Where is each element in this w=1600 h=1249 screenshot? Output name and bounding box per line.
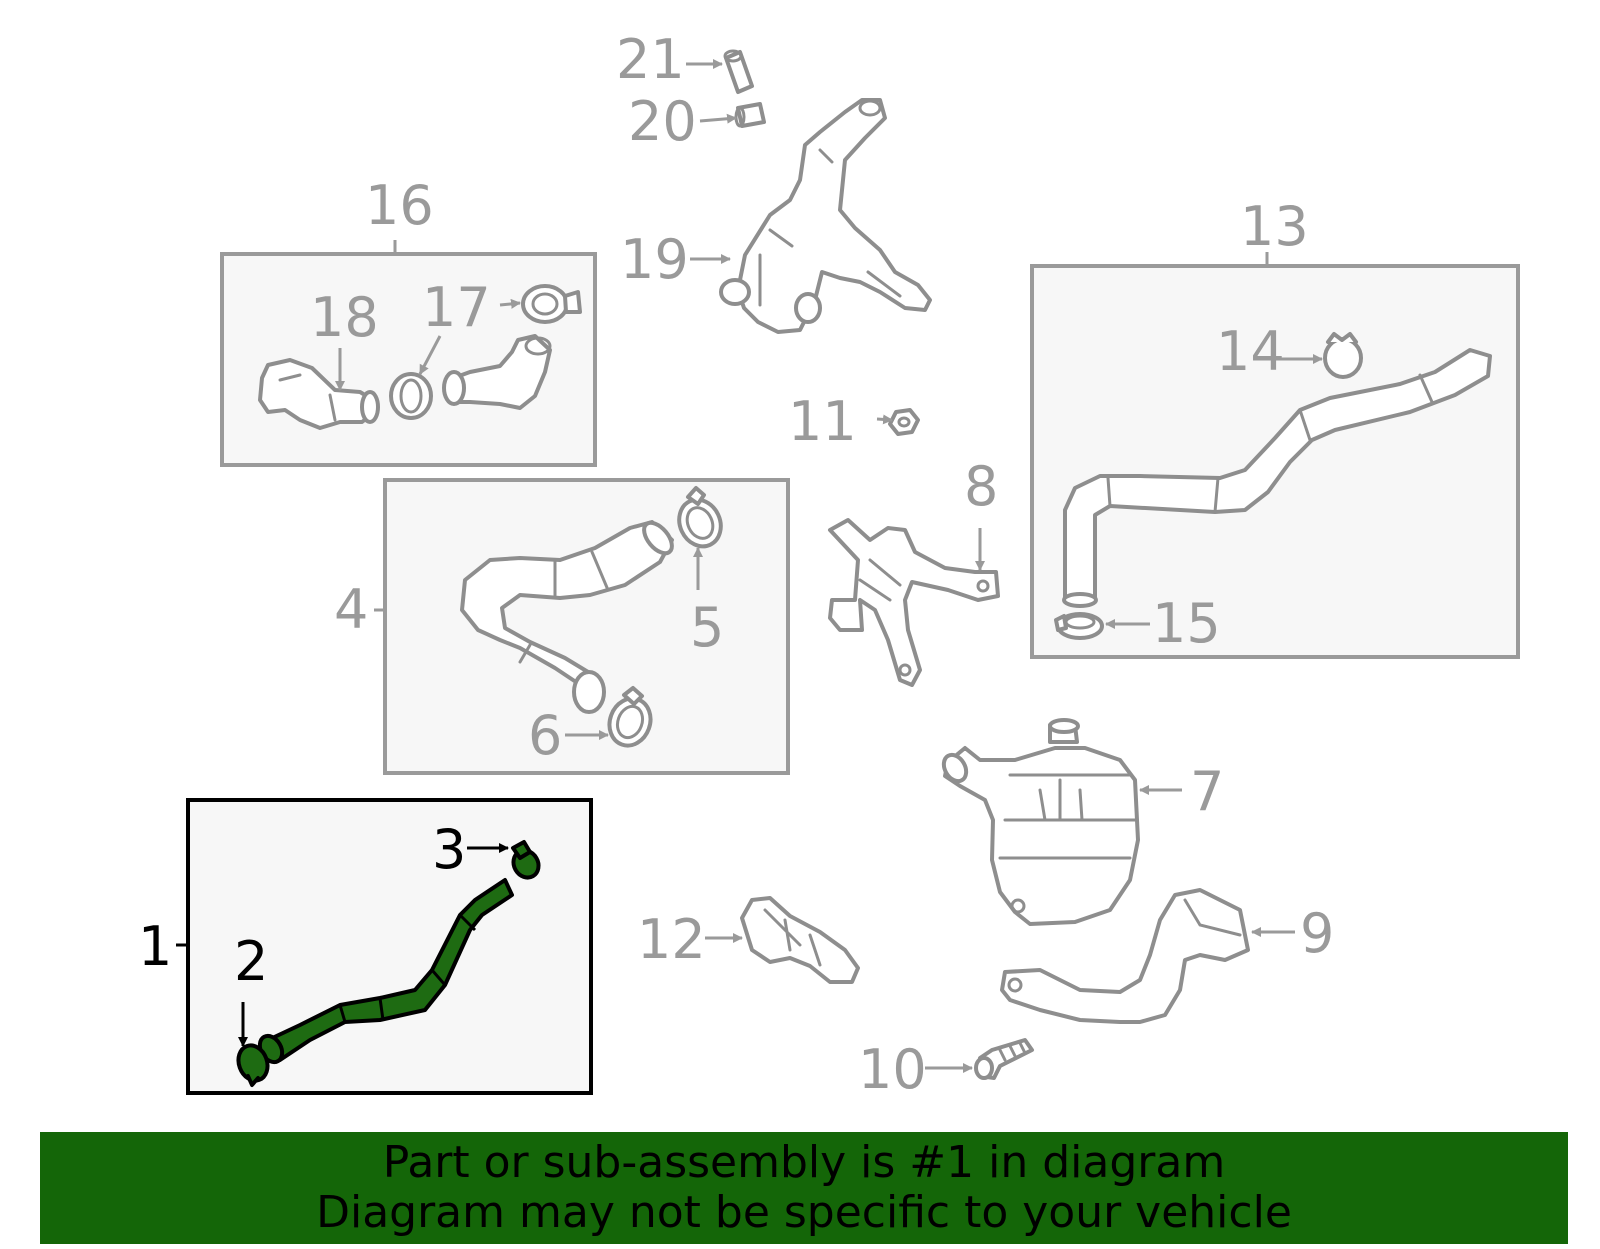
part-15-hose-clamp[interactable]	[1054, 612, 1104, 640]
label-18: 18	[310, 286, 379, 349]
label-1: 1	[138, 915, 172, 978]
label-3: 3	[432, 818, 466, 881]
label-15: 15	[1152, 592, 1221, 655]
info-banner: Part or sub-assembly is #1 in diagram Di…	[40, 1132, 1568, 1244]
label-10: 10	[858, 1038, 927, 1101]
label-12: 12	[637, 908, 706, 971]
label-5: 5	[690, 596, 724, 659]
label-16: 16	[365, 174, 434, 237]
label-6: 6	[528, 704, 562, 767]
part-12-bracket[interactable]	[740, 896, 860, 984]
label-2: 2	[234, 930, 268, 993]
part-10-bolt[interactable]	[974, 1038, 1034, 1080]
label-17: 17	[422, 276, 491, 339]
group-box-4	[383, 478, 790, 775]
part-16-hose[interactable]	[442, 334, 552, 410]
label-11: 11	[788, 390, 857, 453]
banner-line-1: Part or sub-assembly is #1 in diagram	[382, 1137, 1226, 1188]
label-14: 14	[1216, 320, 1285, 383]
part-11-nut[interactable]	[888, 408, 920, 436]
part-17-hose-clamp-a[interactable]	[389, 372, 433, 420]
part-9-bracket[interactable]	[1000, 888, 1250, 1024]
label-19: 19	[620, 228, 689, 291]
part-18-hose-elbow[interactable]	[258, 358, 380, 430]
label-9: 9	[1300, 902, 1334, 965]
part-14-hose-clamp[interactable]	[1323, 332, 1363, 379]
part-5-hose-clamp[interactable]	[672, 486, 729, 553]
label-21: 21	[616, 28, 685, 91]
label-20: 20	[628, 90, 697, 153]
part-17-hose-clamp[interactable]	[521, 284, 582, 324]
label-7: 7	[1190, 760, 1224, 823]
part-7-water-pump[interactable]	[939, 718, 1140, 926]
part-3-hose-clamp[interactable]	[509, 840, 544, 882]
part-20-cap[interactable]	[734, 102, 766, 128]
label-13: 13	[1240, 195, 1309, 258]
part-4-hose[interactable]	[460, 518, 677, 714]
part-21-plug[interactable]	[723, 49, 754, 94]
leader-lines	[176, 59, 1323, 1073]
part-13-hose[interactable]	[1062, 348, 1492, 608]
label-8: 8	[964, 455, 998, 518]
part-19-water-outlet[interactable]	[719, 98, 932, 334]
banner-line-2: Diagram may not be specific to your vehi…	[316, 1187, 1292, 1238]
label-4: 4	[334, 578, 368, 641]
part-8-bracket[interactable]	[828, 518, 1000, 687]
part-6-hose-clamp[interactable]	[603, 686, 657, 751]
